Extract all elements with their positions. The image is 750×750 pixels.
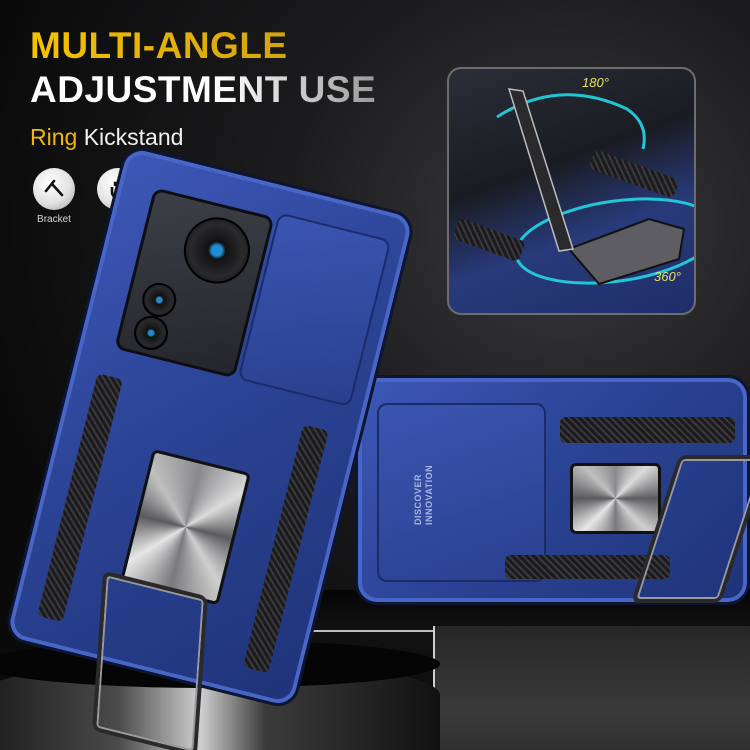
rotation-arcs-icon	[496, 88, 694, 286]
camera-slider	[377, 403, 546, 582]
rotation-360-label: 360°	[654, 269, 681, 284]
feature-bracket-label: Bracket	[37, 214, 71, 225]
grip-bottom	[505, 555, 670, 579]
ring-plate	[570, 463, 661, 534]
headline-line1: MULTI-ANGLE	[30, 24, 376, 68]
engraving-line2: INNOVATION	[424, 464, 434, 525]
engraving-line1: DISCOVER	[413, 473, 423, 525]
subtitle-rest: Kickstand	[83, 124, 184, 150]
subtitle-highlight: Ring	[30, 124, 78, 150]
lens-2	[138, 279, 180, 321]
main-lens	[176, 210, 257, 291]
subtitle: Ring Kickstand	[30, 124, 376, 151]
engraving: DISCOVER INNOVATION	[413, 465, 435, 525]
grip-top	[560, 417, 735, 443]
lens-3	[130, 312, 172, 354]
headline: MULTI-ANGLE ADJUSTMENT USE Ring Kickstan…	[30, 24, 376, 151]
bracket-icon	[33, 168, 75, 210]
rotation-detail-inset: 180° 360°	[447, 67, 696, 315]
right-pedestal	[433, 626, 750, 750]
kickstand	[92, 570, 208, 750]
rotation-180-label: 180°	[582, 75, 609, 90]
phone-case-landscape: DISCOVER INNOVATION	[355, 375, 750, 605]
feature-bracket: Bracket	[31, 168, 77, 225]
headline-line2: ADJUSTMENT USE	[30, 69, 377, 110]
